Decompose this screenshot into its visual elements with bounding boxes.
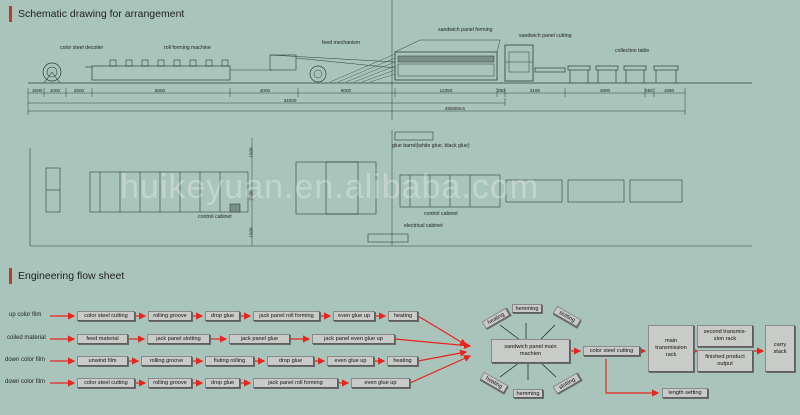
step-even-glue-up: even glue up — [333, 311, 375, 321]
step-heating: heating — [387, 356, 418, 366]
label-collection-table: collection table — [615, 48, 650, 54]
step-rolling-groove: rolling groove — [148, 311, 192, 321]
flow-section-title: Engineering flow sheet — [9, 268, 124, 284]
step-color-steel-cutting: color steel cutting — [77, 378, 135, 388]
dim-250-a: 250 — [497, 88, 505, 93]
dim-2500: 2500 — [73, 88, 85, 93]
step-jack-panel-even-glue-up: jack panel even glue up — [312, 334, 395, 344]
step-rolling-groove: rolling groove — [148, 378, 192, 388]
label-sandwich-forming: sandwich panel forming — [438, 27, 493, 33]
input-down-color-film-1: down color film — [5, 357, 46, 363]
step-fluting-rolling: fluting rolling — [205, 356, 254, 366]
schematic-section-title: Schematic drawing for arrangement — [9, 6, 184, 22]
input-coiled-material: coiled material — [7, 335, 46, 341]
label-feed-mechanism: feed mechanism — [322, 40, 361, 46]
label-control-cabinet-2: control cabinet — [424, 211, 458, 217]
dim-250-b: 250 — [645, 88, 653, 93]
node-hemming-top: hemming — [512, 304, 542, 313]
step-even-glue-up: even glue up — [327, 356, 374, 366]
dim-6000: 6000 — [340, 88, 352, 93]
dim-total-45000: 45000mm — [444, 106, 466, 111]
step-jack-panel-glue: jack panel glue — [229, 334, 290, 344]
input-up-color-film: up color film — [9, 312, 42, 318]
vdim-1500-top: 1500 — [248, 147, 254, 158]
step-even-glue-up: even glue up — [351, 378, 410, 388]
step-color-steel-cutting: color steel cutting — [77, 311, 135, 321]
step-feed-material: feed material — [77, 334, 128, 344]
vdim-1500-bottom: 1500 — [248, 227, 254, 238]
dim-total-34000: 34000 — [283, 98, 297, 103]
flow-title: Engineering flow sheet — [18, 270, 125, 282]
step-jack-panel-roll-forming: jack panel roll forming — [253, 311, 320, 321]
step-drop-glue: drop glue — [267, 356, 314, 366]
finished-product-output-box: finished product output — [697, 350, 753, 372]
label-decoiler: color steel decoiler — [60, 45, 104, 51]
step-drop-glue: drop glue — [205, 311, 240, 321]
label-roll-forming: roll forming machine — [164, 45, 211, 51]
node-hemming-bottom: hemming — [513, 389, 543, 398]
second-transmission-rack-box: second transmis-sion rack — [697, 325, 753, 347]
dim-5000: 5000 — [154, 88, 166, 93]
dim-1680: 1680 — [663, 88, 675, 93]
step-unwind-film: unwind film — [77, 356, 128, 366]
label-electrical-cabinet: electrical cabinet — [404, 223, 443, 229]
step-heating: heating — [388, 311, 418, 321]
dim-1500: 1500 — [31, 88, 43, 93]
label-control-cabinet-1: control cabinet — [198, 214, 232, 220]
step-drop-glue: drop glue — [205, 378, 240, 388]
step-color-steel-cutting-final: color steel cutting — [583, 346, 640, 356]
step-jack-panel-roll-forming: jack panel roll forming — [253, 378, 338, 388]
step-jack-panel-slotting: jack panel slotting — [147, 334, 210, 344]
watermark: huikeyuan.en.alibaba.com — [120, 168, 540, 206]
dim-3180: 3180 — [529, 88, 541, 93]
schematic-title: Schematic drawing for arrangement — [18, 8, 185, 20]
title-marker — [9, 6, 12, 22]
length-setting-box: length setting — [662, 388, 708, 398]
dim-1000: 1000 — [49, 88, 61, 93]
step-rolling-groove: rolling groove — [141, 356, 192, 366]
main-transmission-rack-box: main transmission rack — [648, 325, 694, 372]
dim-12350: 12350 — [439, 88, 453, 93]
label-glue-barrel: glue barrel(white glue, black glue) — [392, 143, 470, 149]
carry-stack-box: carry stack — [765, 325, 795, 372]
main-machine-box: sandwich panel main machien — [491, 339, 570, 363]
dim-4800: 4800 — [599, 88, 611, 93]
title-marker — [9, 268, 12, 284]
label-sandwich-cutting: sandwich panel cutting — [519, 33, 572, 39]
input-down-color-film-2: down color film — [5, 379, 46, 385]
dim-4000: 4000 — [259, 88, 271, 93]
